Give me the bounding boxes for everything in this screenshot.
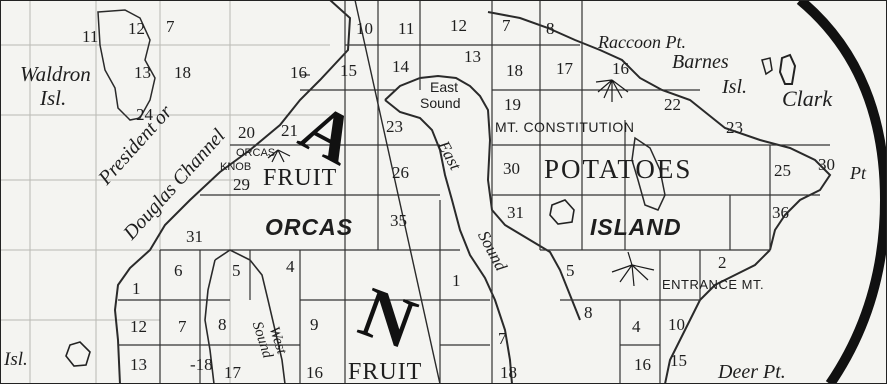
section-number: -18 (190, 355, 213, 374)
east-sound-town-label: East (430, 79, 459, 95)
section-number: 4 (286, 257, 295, 276)
section-number: 8 (218, 315, 227, 334)
section-number: 1 (132, 279, 141, 298)
section-number: 13 (464, 47, 481, 66)
orcas-label: ORCAS (265, 214, 354, 240)
section-number: 24 (136, 105, 153, 124)
section-number: 16 (634, 355, 651, 374)
section-number: 31 (507, 203, 524, 222)
raccoon-pt-label: Raccoon Pt. (598, 32, 686, 52)
section-number: 6 (174, 261, 183, 280)
section-number: 15 (340, 61, 357, 80)
section-number: 15 (670, 351, 687, 370)
section-number: 31 (186, 227, 203, 246)
waldron-isl-label-2: Isl. (40, 86, 67, 110)
potatoes-label: POTATOES (544, 154, 693, 184)
section-number: 7 (166, 17, 175, 36)
island-label: ISLAND (590, 214, 682, 240)
section-number: 23 (726, 118, 743, 137)
section-number: 12 (128, 19, 145, 38)
barnes-isl-label: Barnes (672, 51, 729, 73)
section-number: 36 (772, 203, 789, 222)
section-number: 18 (500, 363, 517, 382)
section-number: 18 (174, 63, 191, 82)
section-number: 23 (386, 117, 403, 136)
isl-left-label: Isl. (4, 349, 28, 370)
section-number: 5 (566, 261, 575, 280)
section-number: 29 (233, 175, 250, 194)
section-number: 10 (356, 19, 373, 38)
section-number: 8 (546, 19, 555, 38)
section-number: 18 (506, 61, 523, 80)
waldron-isl-label: Waldron (20, 62, 91, 86)
barnes-isl-label-2: Isl. (722, 76, 747, 98)
section-number: 16 (290, 63, 307, 82)
section-number: 7 (502, 16, 511, 35)
section-number: 7 (498, 329, 507, 348)
section-number: 21 (281, 121, 298, 140)
section-number: 2 (718, 253, 727, 272)
orcas-knob-label: ORCAS (236, 147, 276, 159)
pt-right-label: Pt (850, 163, 866, 183)
east-sound-town-label-2: Sound (420, 95, 461, 111)
mt-constitution-label: MT. CONSTITUTION (495, 119, 635, 135)
clark-label: Clark (782, 86, 833, 111)
section-number: 8 (584, 303, 593, 322)
section-number: 30 (503, 159, 520, 178)
section-number: 30 (818, 155, 835, 174)
section-number: 4 (632, 317, 641, 336)
fruit-label-2: FRUIT (348, 359, 423, 384)
section-number: 16 (306, 363, 323, 382)
section-number: 20 (238, 123, 255, 142)
section-number: 26 (392, 163, 409, 182)
section-number: 19 (504, 95, 521, 114)
section-number: 13 (130, 355, 147, 374)
section-number: 11 (82, 27, 99, 46)
deer-pt-label: Deer Pt. (718, 361, 786, 383)
section-number: 12 (130, 317, 147, 336)
entrance-mt-label: ENTRANCE MT. (662, 277, 765, 292)
section-number: 14 (392, 57, 409, 76)
section-number: 9 (310, 315, 319, 334)
section-number: 5 (232, 261, 241, 280)
section-number: 7 (178, 317, 187, 336)
section-number: 25 (774, 161, 791, 180)
section-number: 1 (452, 271, 461, 290)
section-number: 35 (390, 211, 407, 230)
section-number: 13 (134, 63, 151, 82)
orcas-knob-label-2: KNOB (220, 161, 252, 173)
section-number: 11 (398, 19, 415, 38)
section-number: 17 (556, 59, 573, 78)
fruit-label: FRUIT (263, 165, 338, 191)
section-number: 17 (224, 363, 241, 382)
section-number: 12 (450, 16, 467, 35)
section-number: 22 (664, 95, 681, 114)
section-number: 10 (668, 315, 685, 334)
section-number: 16 (612, 59, 629, 78)
